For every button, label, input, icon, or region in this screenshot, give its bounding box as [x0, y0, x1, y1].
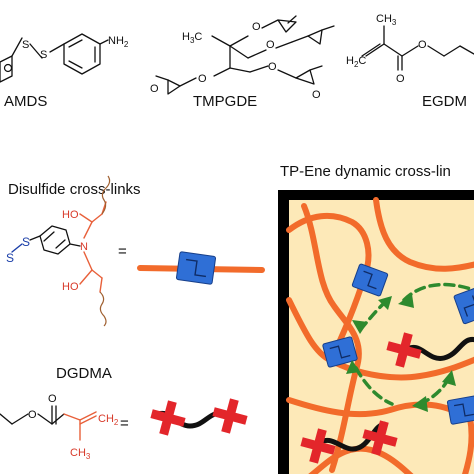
- disulfide-ho-top: HO: [62, 209, 79, 221]
- disulfide-ho-bottom: HO: [62, 281, 79, 293]
- egdma-label: EGDM: [422, 93, 467, 110]
- network-arrowhead-2: [352, 320, 368, 334]
- disulfide-symbol: [137, 251, 265, 285]
- disulfide-s2: S: [22, 235, 30, 249]
- network-arrowhead-5: [412, 396, 428, 412]
- tmpgde-o3: O: [198, 73, 207, 85]
- tmpgde-o4: O: [150, 83, 159, 95]
- dgdma-o-ester: O: [28, 409, 37, 421]
- dgdma-ch2: CH2: [98, 413, 119, 427]
- amds-structure: S S NH2: [0, 33, 129, 83]
- dgdma-equals: =: [120, 415, 129, 432]
- network-chain-2: [301, 203, 362, 473]
- network-arrow-3: [354, 366, 394, 406]
- amds-s1: S: [22, 39, 29, 51]
- egdma-o1: O: [396, 73, 405, 85]
- tmpgde-o6: O: [312, 89, 321, 101]
- network-title: TP-Ene dynamic cross-lin: [280, 163, 451, 180]
- network-arrowhead-6: [442, 370, 456, 386]
- tmpgde-o2: O: [266, 39, 275, 51]
- disulfide-equals: =: [118, 243, 127, 260]
- dgdma-symbol: [147, 395, 251, 439]
- amds-label: AMDS: [4, 93, 47, 110]
- network-panel: [278, 190, 474, 474]
- egdma-structure: CH3 H2C O O: [346, 13, 474, 85]
- tmpgde-label: TMPGDE: [193, 93, 257, 110]
- egdma-h2c: H2C: [346, 55, 366, 69]
- dgdma-title: DGDMA: [56, 365, 112, 382]
- network-dgdma-chain-2: [315, 421, 387, 452]
- tmpgde-h3c: H3C: [182, 31, 202, 45]
- network-block-4: [446, 394, 474, 426]
- dgdma-structure: O O: [0, 393, 97, 441]
- network-arrow-1: [402, 282, 474, 302]
- network-arrowhead-4: [346, 360, 360, 374]
- tmpgde-structure: H3C O O O O O O: [150, 15, 335, 101]
- disulfide-s1: S: [6, 251, 14, 265]
- dgdma-o-carbonyl: O: [48, 393, 57, 405]
- network-chain-3: [286, 297, 474, 381]
- network-arrowhead-3: [378, 296, 392, 310]
- nh2-label: NH2: [108, 35, 129, 49]
- network-arrowhead-1: [398, 294, 414, 308]
- dgdma-ch3: CH3: [70, 447, 91, 461]
- egdma-ch3: CH3: [376, 13, 397, 27]
- network-dgdma-chain-1: [403, 336, 474, 361]
- disulfide-n: N: [80, 241, 88, 253]
- tmpgde-o1: O: [252, 21, 261, 33]
- network-chain-4: [373, 197, 474, 272]
- disulfide-structure: S S N HO HO: [6, 175, 111, 327]
- egdma-o2: O: [418, 39, 427, 51]
- network-chain-5: [286, 397, 473, 421]
- network-chain-6: [462, 415, 474, 474]
- tmpgde-o5: O: [268, 61, 277, 73]
- disulfide-title: Disulfide cross-links: [8, 181, 141, 198]
- amds-s2: S: [40, 49, 47, 61]
